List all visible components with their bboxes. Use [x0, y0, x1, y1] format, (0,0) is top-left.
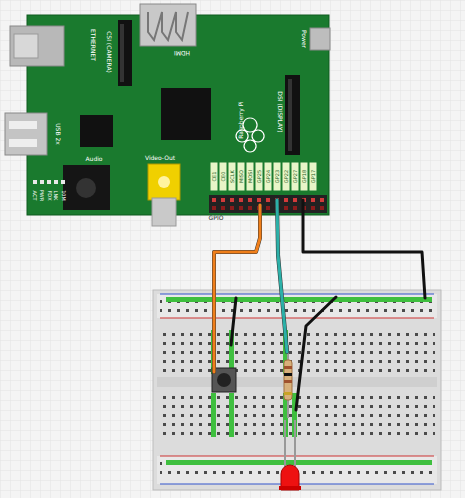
board-label: PWR	[40, 189, 45, 200]
board-label: GPIO	[209, 215, 224, 221]
board-label: Audio	[85, 156, 102, 162]
pin-label: GP23	[274, 162, 281, 190]
breadboard	[153, 290, 441, 490]
board-label: ACT	[32, 190, 37, 200]
led-red	[279, 420, 301, 490]
pin-label: GP17	[310, 162, 317, 190]
pin-label: GP24	[265, 162, 272, 190]
board-label: DSI (DISPLAY)	[277, 91, 283, 132]
pin-label: GP18	[301, 162, 308, 190]
header-pin	[320, 198, 324, 202]
header-pin	[230, 198, 234, 202]
header-pin	[248, 206, 252, 210]
pin-label: GP27	[292, 162, 299, 190]
board-label: USB 2x	[55, 123, 61, 145]
board-label: Video-Out	[145, 155, 175, 161]
board-label: CSI (CAMERA)	[106, 31, 112, 73]
header-pin	[221, 198, 225, 202]
header-pin	[266, 206, 270, 210]
pin-label: GP25	[256, 162, 263, 190]
pin-label: MISO	[238, 162, 245, 190]
gpio-header-pins	[212, 198, 324, 210]
pin-label: CE1	[211, 162, 218, 190]
header-pin	[212, 198, 216, 202]
raspberry-pi-board	[5, 4, 330, 226]
wires	[214, 200, 425, 410]
header-pin	[293, 198, 297, 202]
header-pin	[239, 198, 243, 202]
board-label: Power	[301, 30, 307, 48]
resistor-symbol	[284, 345, 292, 418]
board-label: LNK	[54, 190, 59, 200]
pin-label: GP22	[283, 162, 290, 190]
header-pin	[293, 206, 297, 210]
pin-label: SCLK	[229, 162, 236, 190]
header-pin	[248, 198, 252, 202]
board-label: ETHERNET	[90, 29, 96, 61]
header-pin	[284, 206, 288, 210]
header-pin	[320, 206, 324, 210]
board-label: HDMI	[174, 50, 190, 56]
pin-label: CE0	[220, 162, 227, 190]
header-pin	[257, 198, 261, 202]
header-pin	[311, 206, 315, 210]
header-pin	[221, 206, 225, 210]
header-pin	[212, 206, 216, 210]
header-pin	[230, 206, 234, 210]
pin-label: MOSI	[247, 162, 254, 190]
header-pin	[239, 206, 243, 210]
board-label: Raspberry Pi	[238, 101, 244, 139]
board-label: FDX	[47, 190, 52, 200]
board-label: 10M	[61, 190, 66, 201]
header-pin	[266, 198, 270, 202]
header-pin	[284, 198, 288, 202]
header-pin	[311, 198, 315, 202]
